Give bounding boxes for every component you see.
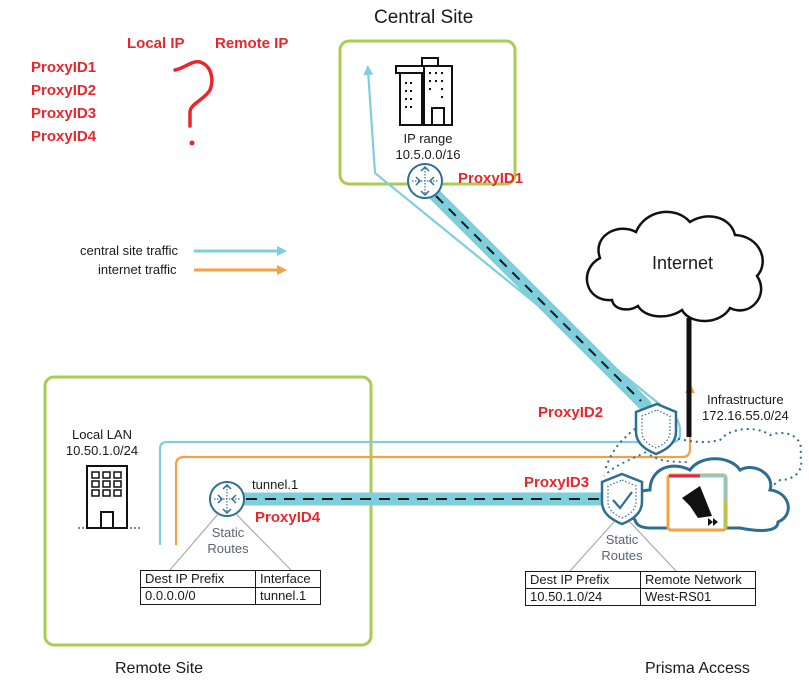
static-routes-cone-prisma — [569, 521, 677, 572]
static-routes-cone-remote — [169, 513, 292, 571]
prisma-dotted-cloud — [604, 424, 803, 488]
tunnel-central-prisma-dash — [435, 195, 642, 402]
question-row-proxyid2: ProxyID2 — [31, 82, 97, 99]
proxyid1-label: ProxyID1 — [458, 170, 524, 187]
header-remote-ip: Remote IP — [215, 35, 289, 52]
question-row-proxyid1: ProxyID1 — [31, 59, 97, 76]
shield-icon-proxyid2 — [634, 402, 678, 456]
table-header-cell: Dest IP Prefix — [140, 570, 256, 588]
central-site-title: Central Site — [374, 7, 474, 28]
shield-check-icon-proxyid3 — [600, 472, 644, 526]
tunnel-label: tunnel.1 — [252, 477, 299, 492]
local-lan-label: Local LAN — [72, 427, 132, 442]
remote-site-box — [43, 375, 373, 647]
table-cell: West-RS01 — [640, 588, 756, 606]
central-ip-label: IP range — [403, 131, 453, 146]
remote-static-routes-1: Static — [211, 525, 245, 540]
router-icon-proxyid1 — [407, 163, 443, 199]
table-cell: 10.50.1.0/24 — [525, 588, 641, 606]
header-local-ip: Local IP — [127, 35, 185, 52]
question-mark-icon — [173, 59, 214, 128]
table-header-cell: Dest IP Prefix — [525, 571, 641, 589]
building-icon-central — [395, 57, 453, 126]
question-row-proxyid3: ProxyID3 — [31, 105, 97, 122]
prisma-access-title: Prisma Access — [645, 660, 750, 677]
internet-cloud-icon — [585, 210, 764, 323]
central-ip-value: 10.5.0.0/16 — [395, 147, 461, 162]
table-header-cell: Remote Network — [640, 571, 756, 589]
prisma-static-routes-2: Routes — [601, 548, 643, 563]
internet-traffic-path — [174, 383, 695, 545]
router-icon-proxyid4 — [209, 481, 245, 517]
infrastructure-label: Infrastructure — [707, 392, 784, 407]
table-row: 10.50.1.0/24 West-RS01 — [525, 588, 756, 606]
table-cell: tunnel.1 — [255, 587, 321, 605]
question-row-proxyid4: ProxyID4 — [31, 128, 97, 145]
remote-static-routes-2: Routes — [207, 541, 249, 556]
proxyid3-label: ProxyID3 — [524, 474, 590, 491]
question-mark-dot — [189, 140, 195, 146]
prisma-static-routes-table: Dest IP Prefix Remote Network 10.50.1.0/… — [525, 571, 756, 606]
table-header-row: Dest IP Prefix Remote Network — [525, 571, 756, 589]
remote-site-title: Remote Site — [115, 660, 204, 677]
legend-central-label: central site traffic — [80, 243, 179, 258]
local-lan-value: 10.50.1.0/24 — [65, 443, 139, 458]
internet-label: Internet — [652, 253, 714, 273]
building-icon-remote — [78, 465, 140, 529]
remote-static-routes-table: Dest IP Prefix Interface 0.0.0.0/0 tunne… — [140, 570, 321, 605]
table-cell: 0.0.0.0/0 — [140, 587, 256, 605]
proxyid4-label: ProxyID4 — [255, 509, 321, 526]
prisma-logo-icon — [682, 486, 712, 518]
table-header-row: Dest IP Prefix Interface — [140, 570, 321, 588]
infrastructure-value: 172.16.55.0/24 — [702, 408, 789, 423]
proxyid2-label: ProxyID2 — [538, 404, 604, 421]
table-header-cell: Interface — [255, 570, 321, 588]
legend-internet-label: internet traffic — [98, 262, 177, 277]
table-row: 0.0.0.0/0 tunnel.1 — [140, 587, 321, 605]
prisma-static-routes-1: Static — [605, 532, 639, 547]
